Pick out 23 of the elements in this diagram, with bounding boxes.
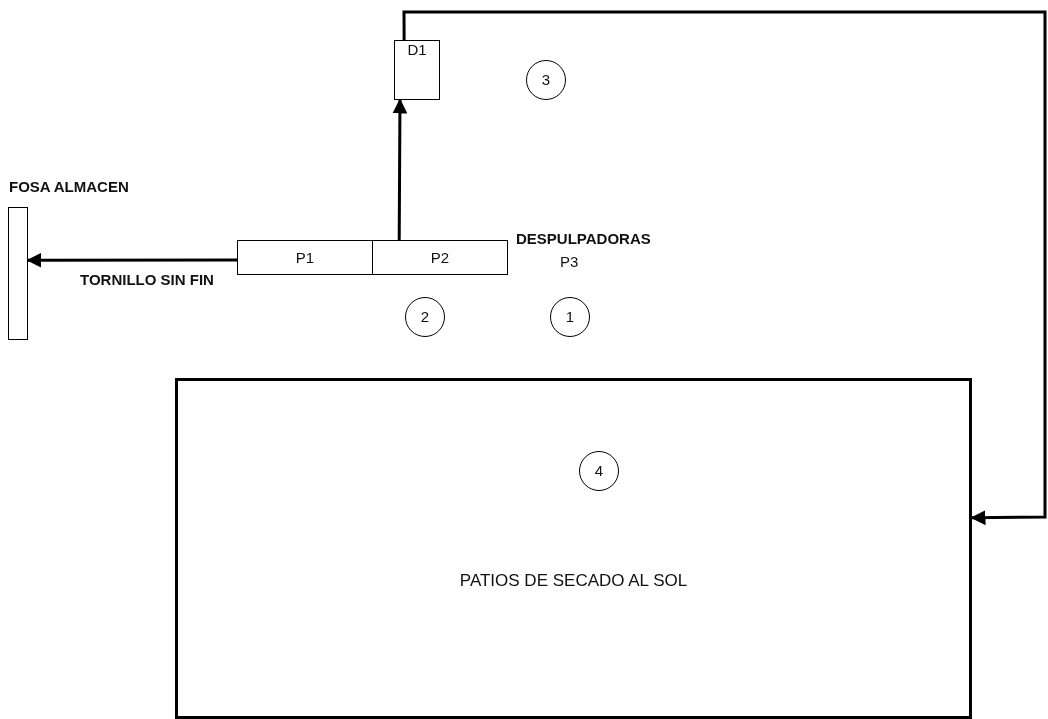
text-label: DESPULPADORAS <box>516 230 651 247</box>
text-label: P3 <box>560 253 579 270</box>
yard-label: PATIOS DE SECADO AL SOL <box>458 571 689 591</box>
arrow <box>26 252 237 268</box>
arrow <box>392 98 408 240</box>
arrow <box>402 10 1047 526</box>
node-label: 3 <box>541 71 551 89</box>
process-box <box>394 40 440 100</box>
number-circle <box>405 297 445 337</box>
node-label: P1 <box>295 248 315 267</box>
node-label: 2 <box>420 308 430 326</box>
text-label: TORNILLO SIN FIN <box>80 271 214 288</box>
number-circle <box>550 297 590 337</box>
pulper-box <box>372 240 508 275</box>
number-circle <box>579 451 619 491</box>
node-label: 1 <box>565 308 575 326</box>
node-label: P2 <box>430 248 450 267</box>
number-circle <box>526 60 566 100</box>
node-label: 4 <box>594 462 604 480</box>
node-label: D1 <box>407 41 427 59</box>
node-heading: FOSA ALMACEN <box>9 178 129 195</box>
pulper-box <box>237 240 373 275</box>
drying-yard-box <box>175 378 972 719</box>
